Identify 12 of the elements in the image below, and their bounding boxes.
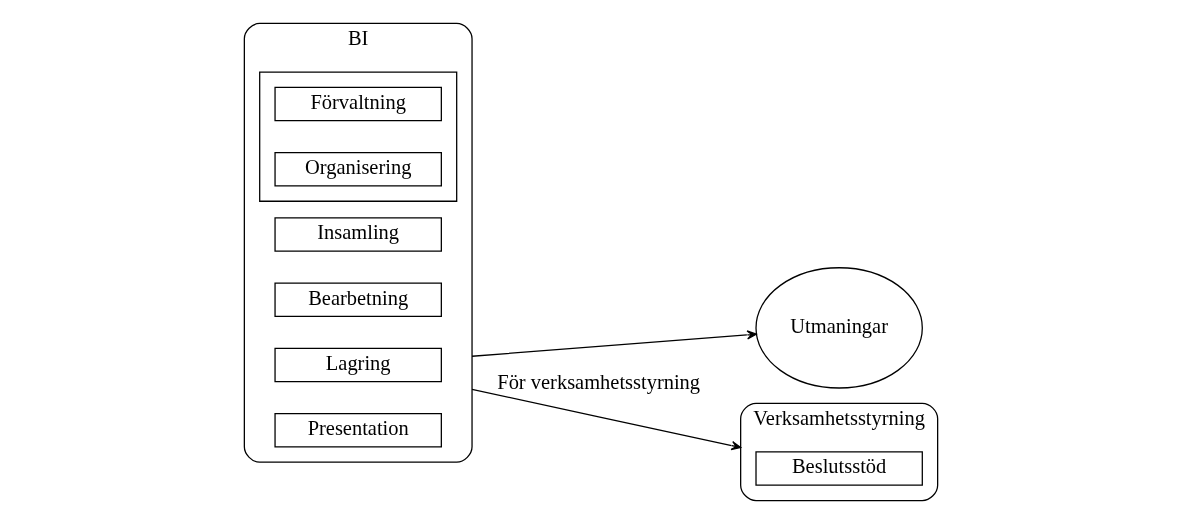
node-box: Förvaltning (274, 86, 442, 122)
node-box: Beslutsstöd (755, 451, 923, 486)
node-box: Presentation (274, 412, 442, 448)
cluster (259, 71, 458, 202)
arrow (471, 388, 742, 451)
node-box: Insamling (274, 217, 442, 252)
edge-label: För verksamhetsstyrning (497, 371, 701, 394)
node-ellipse: Utmaningar (755, 267, 923, 389)
node-box: Lagring (274, 347, 442, 383)
arrow (471, 330, 757, 357)
node-box: Organisering (274, 152, 442, 187)
node-box: Bearbetning (274, 282, 442, 317)
